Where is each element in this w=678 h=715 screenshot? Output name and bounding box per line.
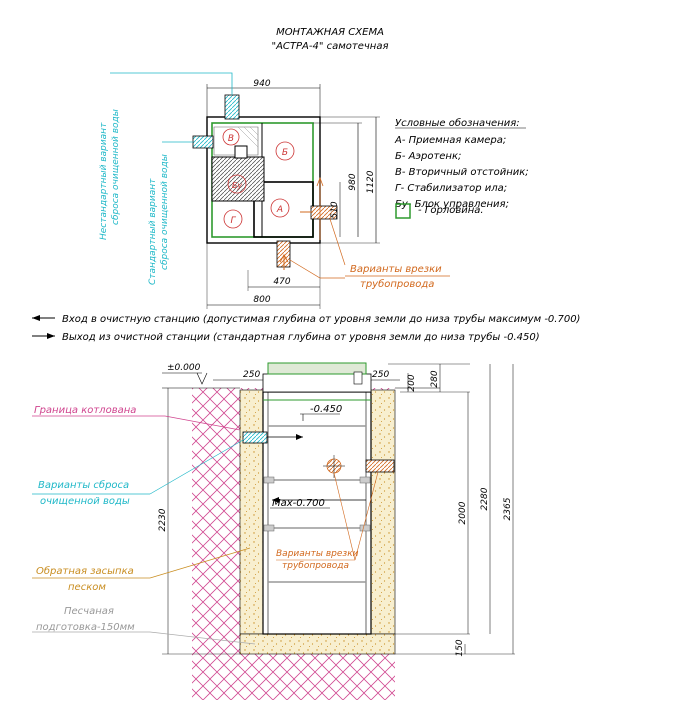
legend-item-a: А- Приемная камера;	[394, 135, 506, 146]
label-pit: Граница котлована	[34, 405, 136, 416]
dim-800: 800	[253, 295, 270, 305]
dim-510: 510	[330, 201, 340, 218]
pipe-variants-line1: Варианты врезки	[350, 264, 442, 275]
pipe-variants-line2: трубопровода	[360, 278, 434, 290]
label-sand-line1: Песчаная	[64, 606, 114, 617]
nonstandard-discharge-line1: Нестандартный вариант	[99, 122, 109, 240]
note-inlet: Вход в очистную станцию (допустимая глуб…	[62, 313, 580, 325]
zero-level: ±0.000	[167, 363, 201, 373]
notes: Вход в очистную станцию (допустимая глуб…	[32, 313, 580, 343]
legend-item-v: В- Вторичный отстойник;	[395, 167, 529, 178]
dim-200: 200	[407, 374, 417, 391]
dim-1120: 1120	[366, 170, 376, 193]
legend-item-g: Г- Стабилизатор ила;	[395, 182, 507, 194]
legend-title: Условные обозначения:	[395, 117, 520, 129]
dim-940: 940	[253, 79, 270, 89]
label-a: А	[276, 205, 283, 215]
section-pipe-line1: Варианты врезки	[276, 549, 359, 559]
neck-swatch	[395, 203, 411, 219]
label-discharge-line1: Варианты сброса	[38, 479, 129, 491]
level-out: -0.450	[310, 404, 342, 415]
dim-150: 150	[455, 639, 465, 656]
label-backfill-line1: Обратная засыпка	[36, 565, 134, 577]
dim-2280: 2280	[480, 487, 490, 510]
standard-discharge-line1: Стандартный вариант	[148, 178, 158, 285]
dim-280: 280	[430, 370, 440, 387]
label-b: Б	[282, 148, 288, 158]
label-bu: Бу	[232, 181, 242, 190]
title-line-2: "АСТРА-4" самотечная	[271, 41, 388, 52]
section-pipe-line2: трубопровода	[282, 561, 349, 571]
title-line-1: МОНТАЖНАЯ СХЕМА	[276, 27, 384, 38]
label-discharge-line2: очищенной воды	[40, 496, 130, 507]
dim-2000: 2000	[458, 501, 468, 524]
dim-250-right: 250	[372, 370, 389, 380]
dim-980: 980	[348, 173, 358, 190]
legend-item-bu: Бу- Блок управления;	[395, 199, 509, 210]
note-outlet: Выход из очистной станции (стандартная г…	[62, 331, 540, 343]
dim-250-left: 250	[243, 370, 260, 380]
plan-view: В Б Бу Г А 940 980 1120 510 470 800	[99, 72, 450, 309]
label-v: В	[228, 134, 234, 144]
label-g: Г	[230, 216, 236, 226]
dim-2230: 2230	[158, 508, 168, 531]
section-view: -0.450 Max-0.700 Варианты врезки трубопр…	[32, 362, 515, 700]
standard-discharge-line2: сброса очищенной воды	[160, 154, 170, 270]
dim-2365: 2365	[503, 497, 513, 520]
legend: Условные обозначения: А- Приемная камера…	[394, 117, 529, 219]
label-backfill-line2: песком	[68, 582, 106, 593]
legend-neck: - Горловина.	[418, 205, 484, 216]
nonstandard-discharge-line2: сброса очищенной воды	[111, 109, 121, 225]
legend-item-b: Б- Аэротенк;	[395, 151, 461, 162]
level-max: Max-0.700	[272, 498, 325, 509]
dim-470: 470	[273, 277, 290, 287]
label-sand-line2: подготовка-150мм	[36, 622, 135, 633]
